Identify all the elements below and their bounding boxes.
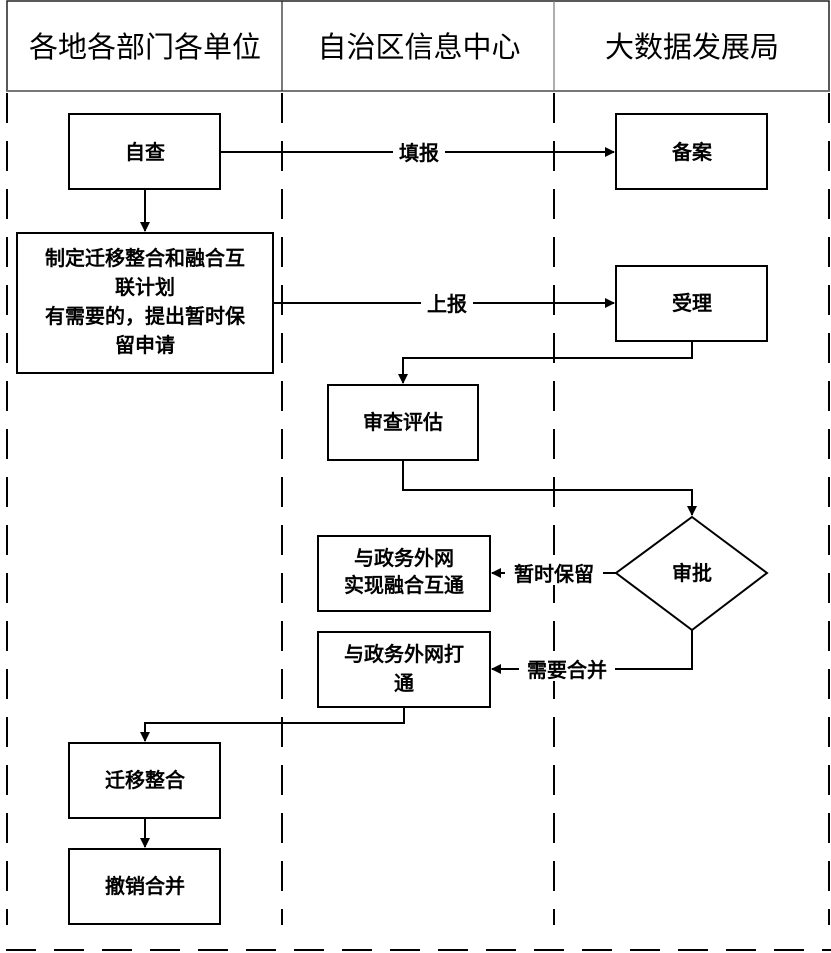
lane-title-local: 各地各部门各单位 <box>29 30 261 64</box>
node-filing-label: 备案 <box>671 140 713 164</box>
node-review-label: 审查评估 <box>363 410 443 434</box>
node-interconnect: 与政务外网 实现融合互通 <box>317 535 491 612</box>
edge-labels: 填报 上报 暂时保留 需要合并 <box>393 140 615 682</box>
edge-accept-to-review <box>398 341 693 384</box>
lane-title-bigdata: 大数据发展局 <box>605 30 779 64</box>
node-migrate-label: 迁移整合 <box>105 768 186 792</box>
edge-connect-to-migrate <box>140 707 405 742</box>
nodes: 自查 制定迁移整合和融合互 联计划 有需要的，提出暂时保 留申请 备案 受理 审… <box>16 113 769 925</box>
node-accept: 受理 <box>615 265 768 342</box>
node-interconnect-line: 实现融合互通 <box>344 573 464 597</box>
node-self-check-label: 自查 <box>125 140 165 164</box>
node-approve: 审批 <box>614 515 769 632</box>
node-plan-line: 制定迁移整合和融合互 <box>45 246 245 270</box>
lane-boundaries <box>6 93 831 951</box>
node-connect-line: 与政务外网打 <box>344 642 464 666</box>
node-self-check: 自查 <box>68 113 221 190</box>
node-revoke-label: 撤销合并 <box>105 874 185 898</box>
lane-title-info-center: 自治区信息中心 <box>317 30 520 64</box>
node-filing: 备案 <box>615 113 768 190</box>
edge-label-temporary-retain: 暂时保留 <box>514 562 594 586</box>
lane-header-row: 各地各部门各单位 自治区信息中心 大数据发展局 <box>6 0 830 92</box>
node-migrate: 迁移整合 <box>68 742 221 819</box>
edge-label-submit: 上报 <box>427 292 467 316</box>
edge-label-fill-report: 填报 <box>399 141 439 165</box>
node-revoke: 撤销合并 <box>68 848 221 925</box>
node-accept-label: 受理 <box>672 291 712 315</box>
node-plan-line: 留申请 <box>115 333 175 357</box>
node-plan: 制定迁移整合和融合互 联计划 有需要的，提出暂时保 留申请 <box>16 232 274 374</box>
node-approve-label: 审批 <box>672 561 712 585</box>
edge-label-need-merge: 需要合并 <box>527 658 607 682</box>
node-connect: 与政务外网打 通 <box>317 631 491 708</box>
node-plan-line: 联计划 <box>115 275 175 299</box>
node-review: 审查评估 <box>327 384 479 461</box>
edge-review-to-approve <box>402 460 697 516</box>
node-connect-line: 通 <box>394 671 414 695</box>
node-plan-line: 有需要的，提出暂时保 <box>45 304 246 328</box>
node-interconnect-line: 与政务外网 <box>354 546 454 570</box>
